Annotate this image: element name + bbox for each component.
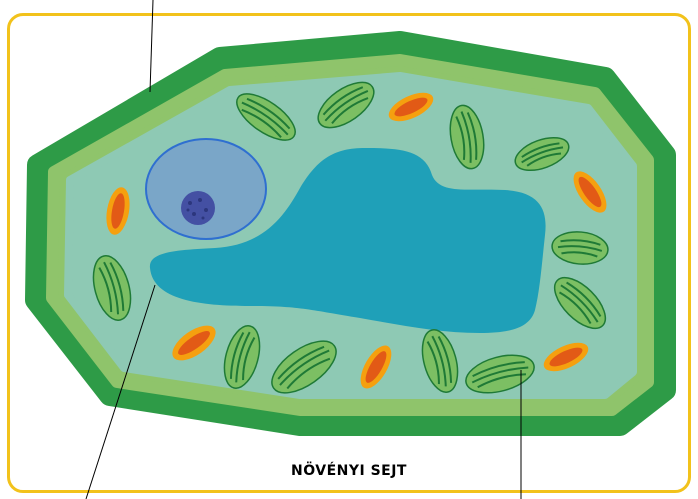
nucleus xyxy=(146,139,266,239)
nucleolus xyxy=(181,191,215,225)
diagram-caption: NÖVÉNYI SEJT xyxy=(0,463,698,479)
pointer-line-cell-wall xyxy=(150,0,153,92)
